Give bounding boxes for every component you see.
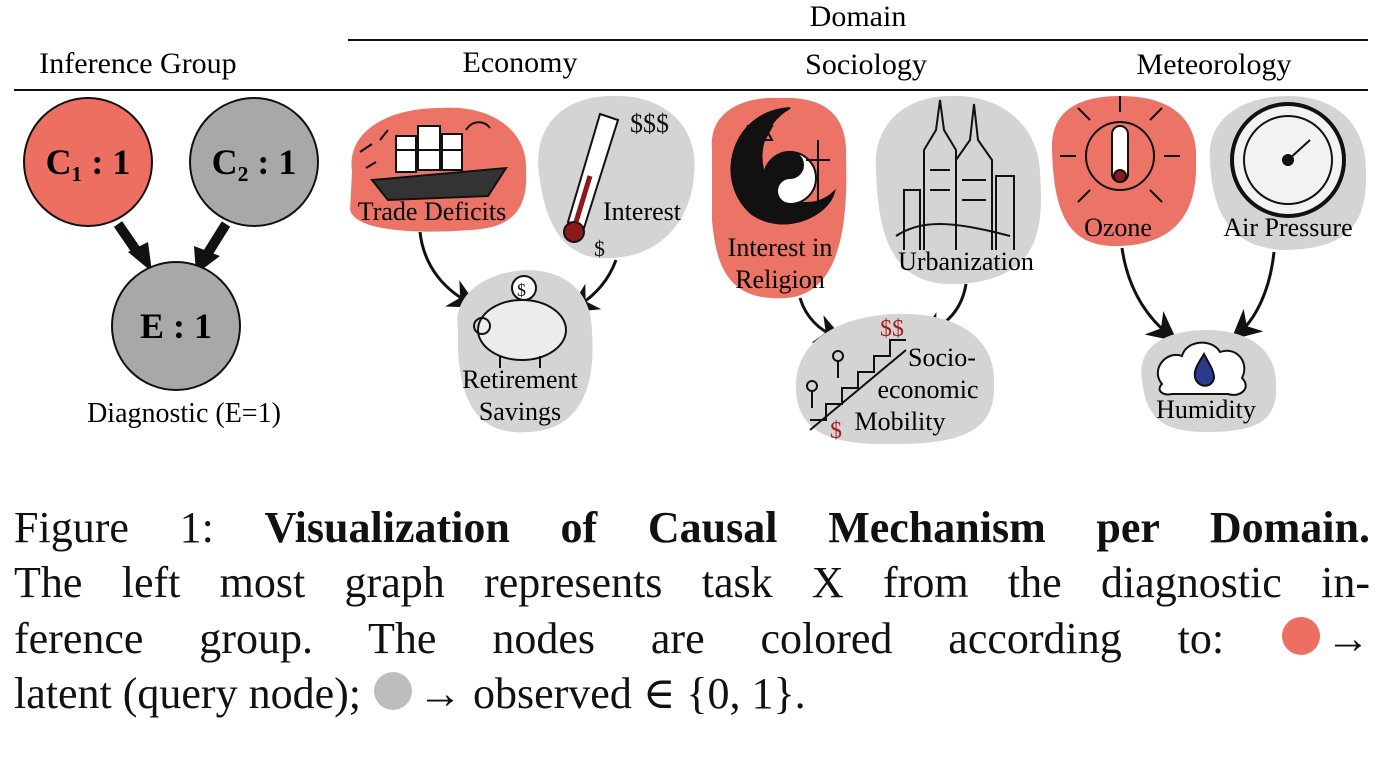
caption-arrow: → (1326, 613, 1370, 663)
cargo-ship-icon (359, 121, 508, 202)
urbanization-label: Urbanization (898, 247, 1034, 276)
cloud-drop-icon (1156, 341, 1247, 396)
interest-label: Interest (603, 197, 682, 226)
cause-node-2 (189, 97, 319, 227)
latent-color-swatch (1282, 616, 1320, 655)
mobility-label-line1: Socio- (908, 343, 976, 372)
svg-text:$$: $$ (880, 316, 904, 342)
arrow-ozone-to-humidity (1120, 247, 1178, 342)
diagnostic-graph: C₁ : 1 C₂ : 1 E : 1 Diagnostic (E=1) (23, 97, 319, 429)
caption-line-3-text: ference group. The nodes are colored acc… (14, 613, 1225, 663)
sociology-panel: Interest in Religion Urbanization $$ $ S… (711, 95, 1042, 445)
observed-color-swatch (373, 672, 412, 711)
caption-observed-text: → observed ∈ {0, 1}. (417, 669, 806, 719)
air-pressure-label: Air Pressure (1223, 213, 1352, 242)
religion-label-line1: Interest in (728, 233, 833, 262)
figure-caption: Figure 1: Visualization of Causal Mechan… (14, 500, 1370, 722)
barometer-icon (1230, 102, 1346, 218)
domain-header: Domain (810, 0, 907, 33)
domain-economy-header: Economy (463, 46, 578, 79)
caption-line-1: Figure 1: Visualization of Causal Mechan… (14, 500, 1370, 555)
religion-symbols-icon (730, 107, 836, 225)
mobility-label-line2: economic (877, 375, 978, 404)
skyline-icon (895, 99, 1015, 250)
svg-text:$: $ (830, 418, 842, 444)
humidity-label: Humidity (1156, 395, 1256, 424)
sun-thermometer-icon (1060, 96, 1180, 203)
mobility-label-line3: Mobility (854, 407, 945, 436)
retirement-label-line2: Savings (479, 397, 561, 426)
diagnostic-label: Diagnostic (E=1) (87, 398, 281, 429)
caption-line-3: ference group. The nodes are colored acc… (14, 611, 1370, 666)
domain-sociology-header: Sociology (805, 48, 927, 81)
caption-latent-text: latent (query node); (14, 669, 361, 719)
svg-text:$: $ (517, 280, 526, 300)
economy-panel: Trade Deficits $$$ $ Interest $ Retireme… (350, 95, 695, 433)
piggy-bank-icon: $ (473, 275, 567, 368)
arrow-religion-to-mobility (798, 297, 846, 343)
svg-text:$$$: $$$ (630, 109, 669, 138)
svg-text:$: $ (594, 236, 605, 261)
retirement-label-line1: Retirement (462, 365, 578, 394)
cause-node-1-label: C₁ : 1 (46, 142, 131, 182)
meteorology-panel: Ozone Air Pressure Humidity (1051, 96, 1367, 432)
figure-canvas: Domain Inference Group Economy Sociology… (14, 0, 1368, 445)
domain-meteorology-header: Meteorology (1137, 48, 1292, 81)
trade-deficits-label: Trade Deficits (358, 197, 507, 226)
arrow-trade-to-savings (418, 231, 479, 308)
cause-node-1 (23, 97, 153, 227)
effect-node (111, 261, 241, 391)
figure-label: Figure 1: (14, 503, 214, 552)
caption-line-2: The left most graph represents task X fr… (14, 558, 1370, 608)
mobility-blob (795, 313, 995, 445)
religion-label-line2: Religion (735, 265, 825, 294)
arrow-pressure-to-humidity (1230, 251, 1276, 340)
inference-group-header: Inference Group (39, 47, 236, 80)
caption-line-4: latent (query node); → observed ∈ {0, 1}… (14, 666, 1370, 721)
urbanization-blob (875, 95, 1042, 285)
caption-title: Visualization of Causal Mechanism per Do… (264, 503, 1371, 552)
ozone-label: Ozone (1084, 213, 1152, 242)
staircase-icon: $$ $ (806, 316, 907, 444)
effect-node-label: E : 1 (140, 306, 212, 346)
cause-node-2-label: C₂ : 1 (212, 142, 297, 182)
thermometer-dollar-icon: $$$ $ (563, 109, 669, 261)
